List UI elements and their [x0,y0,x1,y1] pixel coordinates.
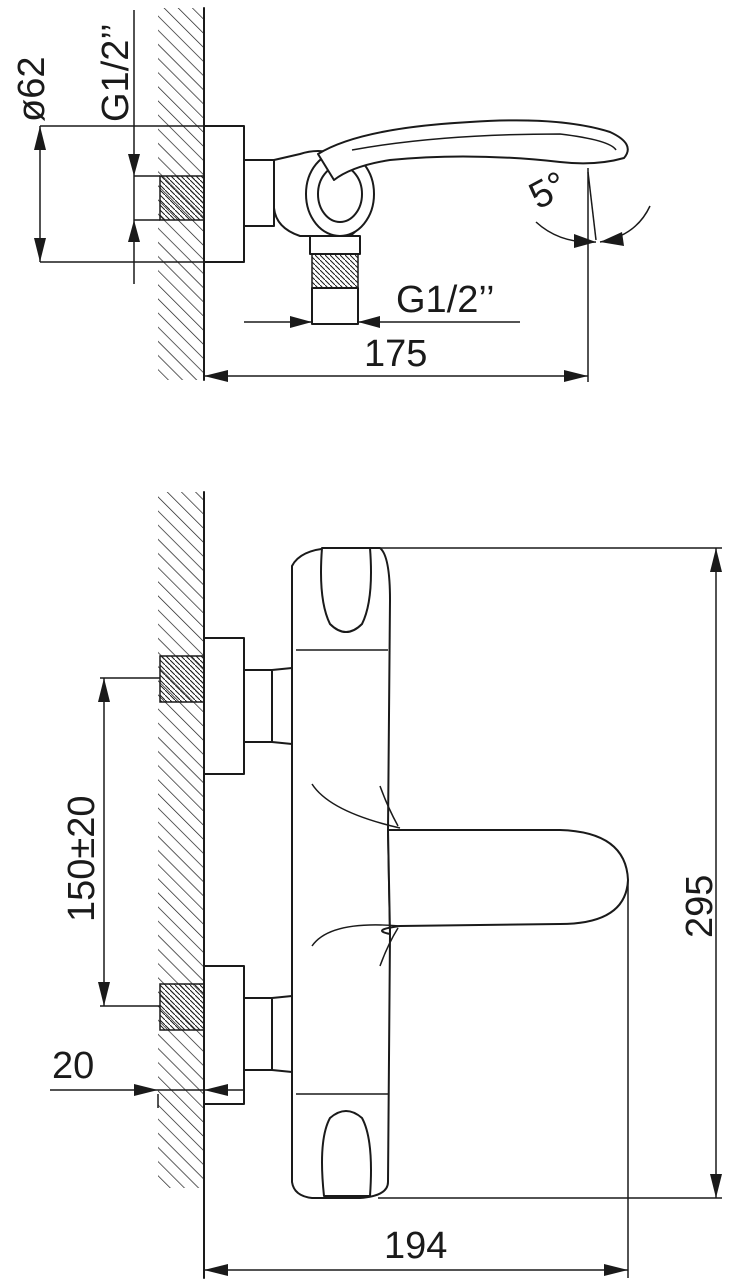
arrow [204,370,228,382]
escutcheon-upper [203,637,245,775]
wall-thread-lower [159,983,205,1031]
spout-front [381,829,629,935]
arrow [358,316,380,328]
arrow [128,154,140,176]
arrow [604,1264,628,1276]
lower-handle [321,1110,372,1197]
outlet-thread-top [311,253,359,289]
spout-top [317,119,629,181]
angle-arc [599,205,651,243]
dim-width-label: 194 [384,1225,447,1267]
arrow [34,238,46,262]
arrow [574,234,596,248]
connector-upper [243,669,273,743]
dim-outlet-thread-label: G1/2’’ [396,279,495,321]
spout-edge [379,927,399,967]
dim-offset-label: 20 [52,1045,94,1087]
arrow [34,126,46,150]
spout-edge [379,785,399,827]
top-view: ø62 G1/2’’ G1/2’’ 175 5° [11,7,651,382]
arrow [204,1264,228,1276]
wall-thread-upper [159,655,205,703]
spout-contour-top [351,133,617,151]
arrow [134,1084,158,1096]
arrow [128,220,140,242]
dim-wall-thread-label: G1/2’’ [95,23,137,122]
spout-blend-upper [311,783,401,829]
spout-blend-lower [311,924,401,947]
arrow [600,232,624,246]
arrow [710,1174,722,1198]
dim-angle-label: 5° [523,164,575,218]
connector-top [243,159,275,227]
arrow [204,1084,228,1096]
dim-diameter-label: ø62 [11,57,53,122]
dim-height-label: 295 [679,875,721,938]
connector-lower [243,997,273,1071]
arrow [290,316,312,328]
wall-thread-top [159,175,205,221]
outlet-nut-top [309,235,361,255]
dim-centers-label: 150±20 [61,795,103,922]
arrow [710,548,722,572]
angle-ref-line [587,171,597,241]
front-view: 150±20 295 20 194 [50,491,722,1279]
arrow [564,370,588,382]
dim-length-label: 175 [364,333,427,375]
mixer-body-front [291,547,391,1199]
arrow [98,982,110,1006]
escutcheon-top [203,125,245,263]
upper-handle [320,547,372,633]
outlet-pipe-top [311,287,359,325]
wall-hatch-front [158,492,204,1188]
arrow [98,678,110,702]
escutcheon-lower [203,965,245,1105]
